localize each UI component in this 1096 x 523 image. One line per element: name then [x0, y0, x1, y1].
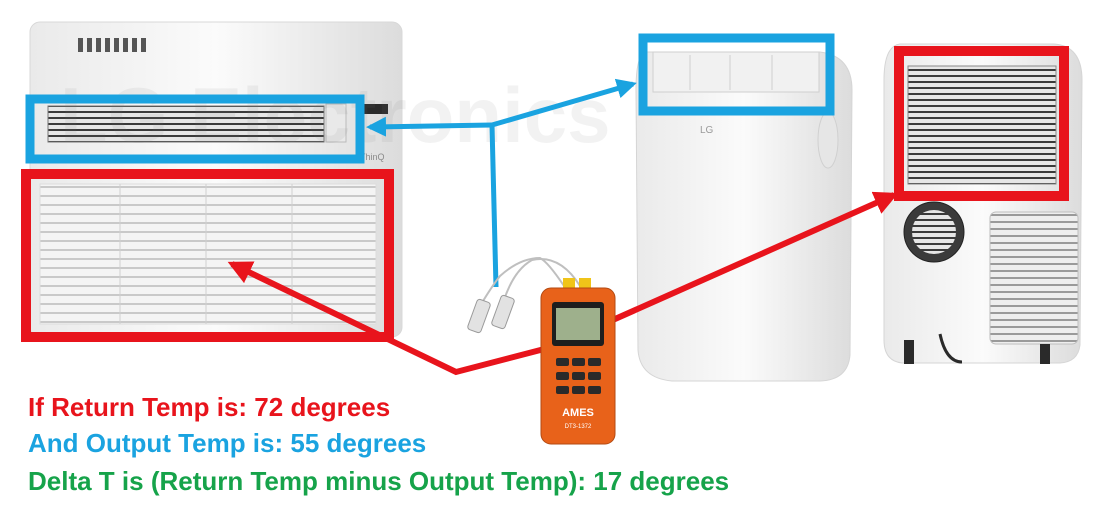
- thermometer-brand: AMES: [562, 407, 594, 419]
- arrow-to-portable-output: [491, 78, 637, 128]
- control-panel: [325, 103, 347, 143]
- probe-tip-2: [491, 294, 515, 330]
- window-ac-output-louvers: [47, 105, 325, 143]
- thinq-badge: ThinQ: [360, 152, 385, 162]
- return-temp-line: If Return Temp is: 72 degrees: [28, 392, 391, 422]
- caster-right: [1040, 344, 1050, 364]
- caster-left: [904, 340, 914, 364]
- probe-wire-2: [503, 258, 581, 301]
- portable-ac-top-vent: [652, 51, 820, 93]
- window-ac-output-highlight: [25, 94, 365, 164]
- portable-ac-return-highlight: [894, 46, 1069, 201]
- digital-thermometer: AMES DT3-1372: [467, 256, 616, 445]
- output-air-arrows: [366, 78, 637, 288]
- back-lower-grille: [989, 211, 1079, 345]
- thermometer-lcd: [556, 308, 600, 340]
- window-ac-return-highlight: [21, 169, 394, 342]
- probe-wire-1: [479, 256, 565, 307]
- probe-tip-1: [467, 298, 491, 334]
- portable-ac-output-highlight: [638, 33, 835, 116]
- probe-jack-1: [563, 278, 575, 290]
- temperature-display: [362, 104, 388, 114]
- thermometer-model: DT3-1372: [565, 424, 592, 430]
- portable-ac-front: LG: [635, 51, 853, 382]
- arrow-to-window-return: [227, 261, 553, 376]
- lg-logo-text: LG: [700, 125, 714, 136]
- arrow-to-window-output: [366, 116, 493, 137]
- window-ac-return-grille: [39, 183, 377, 325]
- delta-t-line: Delta T is (Return Temp minus Output Tem…: [28, 466, 730, 496]
- portable-ac-back: [883, 43, 1083, 364]
- window-ac-unit: ThinQ: [29, 21, 403, 338]
- probe-jack-2: [579, 278, 591, 290]
- power-cord: [938, 333, 963, 364]
- output-temp-line: And Output Temp is: 55 degrees: [28, 428, 427, 458]
- back-return-filter-grille: [907, 65, 1057, 185]
- portable-ac-body: [635, 51, 853, 382]
- top-vent-slots: [78, 38, 146, 52]
- side-handle: [817, 111, 839, 169]
- output-arrow-stem: [489, 124, 499, 288]
